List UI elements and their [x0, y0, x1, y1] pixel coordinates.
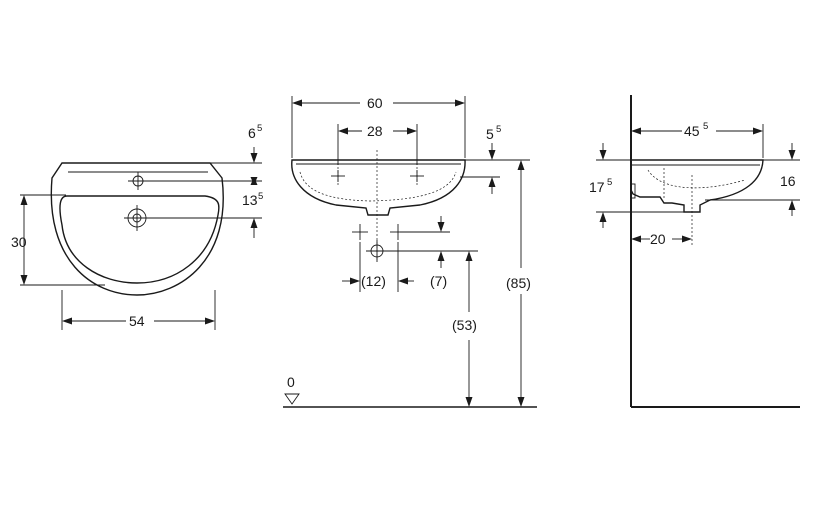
dim-rim-height: (85)	[506, 275, 531, 291]
side-view: 45 5 17 5 16 20	[589, 95, 800, 408]
dim-rim-5: 5	[486, 126, 494, 142]
dim-supply-spacing: (12)	[361, 273, 386, 289]
dim-width-60: 60	[367, 95, 383, 111]
basin-side-outline	[630, 159, 764, 213]
basin-front-outline	[291, 159, 466, 216]
top-view: 30 54 6 5 13 5	[11, 123, 263, 330]
dim-drain-offset: 13	[242, 192, 258, 208]
dim-tap-offset: 6	[248, 125, 256, 141]
front-view: 60 28 5 5 (12) (7)	[283, 95, 537, 408]
dim-drain-from-wall: 20	[650, 231, 666, 247]
dim-height-side-sup: 5	[607, 177, 612, 188]
dim-drain-height: (53)	[452, 317, 477, 333]
dim-height-30: 30	[11, 234, 27, 250]
dim-height-side: 17	[589, 179, 605, 195]
dim-drain-offset-sup: 5	[258, 191, 263, 202]
dim-supply-drop: (7)	[430, 273, 447, 289]
dim-rim-5-sup: 5	[496, 124, 501, 135]
dim-depth-sup: 5	[703, 121, 708, 132]
floor-level-label: 0	[287, 374, 295, 390]
bowl-outline	[59, 195, 220, 284]
dim-hole-spacing-28: 28	[367, 123, 383, 139]
dim-depth: 45	[684, 123, 700, 139]
dim-tap-offset-sup: 5	[257, 123, 262, 134]
basin-outline	[50, 162, 224, 296]
wall-bracket	[630, 183, 636, 199]
floor-level-marker	[284, 393, 300, 405]
dim-width-54: 54	[129, 313, 145, 329]
dim-bowl: 16	[780, 173, 796, 189]
